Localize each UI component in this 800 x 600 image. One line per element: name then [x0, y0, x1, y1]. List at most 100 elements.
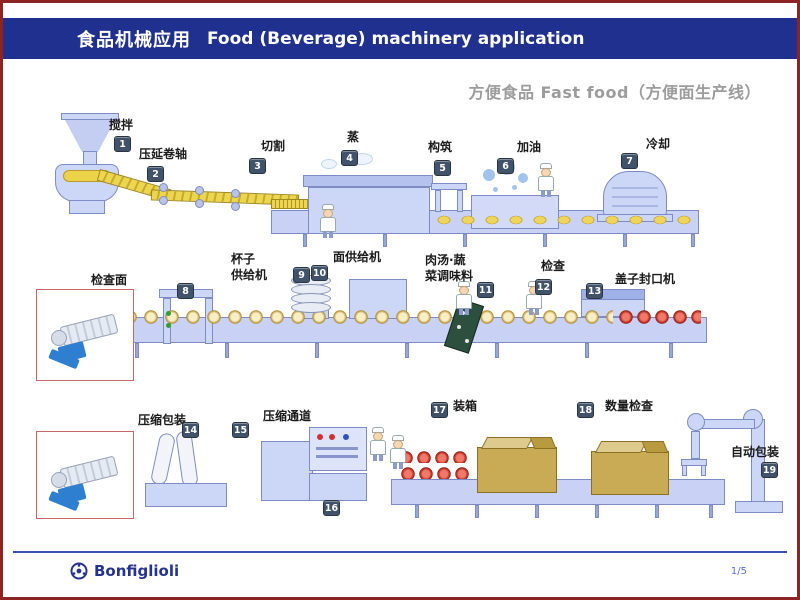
packed-cup-row [399, 465, 471, 479]
conveyor-leg [415, 505, 419, 518]
step-badge-2: 2 [147, 166, 164, 182]
conveyor-leg [585, 343, 589, 358]
step-label-11: 肉汤·蔬 菜调味料 [425, 253, 474, 284]
footer-divider [13, 551, 787, 553]
step-label-12: 检查 [541, 259, 566, 273]
cooler-machine [603, 171, 667, 216]
conveyor-leg [669, 343, 673, 358]
step-badge-16: 16 [323, 500, 340, 516]
step-badge-12: 12 [535, 279, 552, 295]
carton-flap [594, 441, 648, 453]
worker-body [538, 176, 554, 191]
seasoning-pack [465, 339, 469, 343]
step-badge-15: 15 [232, 422, 249, 438]
carton-box [477, 437, 557, 493]
step-badge-19: 19 [761, 462, 778, 478]
carton-flap [480, 437, 534, 449]
shrink-tunnel-machine [261, 441, 313, 501]
worker-figure [389, 435, 407, 469]
panel-slot [316, 455, 358, 458]
step-badge-10: 10 [311, 265, 328, 281]
step-badge-11: 11 [477, 282, 494, 298]
step-label-8: 检查面 [91, 273, 128, 287]
conveyor-leg [405, 343, 409, 358]
conveyor-leg [691, 234, 695, 247]
rolling-roller [159, 196, 168, 205]
step-badge-1: 1 [114, 136, 131, 152]
step-label-1: 搅拌 [109, 118, 134, 132]
step-label-6: 加油 [517, 140, 542, 154]
forming-frame-bar [431, 183, 467, 190]
logo-text: Bonfiglioli [94, 562, 180, 580]
step-label-13: 盖子封口机 [615, 272, 676, 286]
sealed-cup-row [617, 308, 701, 325]
conveyor-leg [495, 343, 499, 358]
step-label-14: 压缩包装 [138, 413, 187, 427]
mixer-funnel [65, 120, 115, 152]
robot-gripper-finger [701, 465, 706, 476]
cooler-slats [612, 180, 658, 209]
step-badge-4: 4 [341, 150, 358, 166]
worker-body [370, 440, 386, 455]
step-label-15: 压缩通道 [263, 409, 312, 423]
step-badge-14: 14 [182, 422, 199, 438]
panel-light [329, 434, 335, 440]
step-badge-9: 9 [293, 267, 310, 283]
worker-figure [537, 163, 555, 197]
worker-legs [459, 308, 469, 315]
open-cup-row [121, 308, 613, 325]
robot-pole [751, 419, 765, 503]
step-label-2: 压延卷轴 [139, 147, 188, 161]
cup-stack [291, 302, 331, 313]
conveyor-leg [623, 234, 627, 247]
robot-gripper [681, 459, 707, 466]
slide-title-en: Food (Beverage) machinery application [207, 28, 585, 49]
mixer-base [69, 200, 105, 214]
conveyor-leg [135, 343, 139, 358]
gearmotor-inset-2 [36, 431, 134, 519]
panel-cabinet [309, 473, 367, 501]
bonfiglioli-logo: Bonfiglioli [69, 561, 179, 581]
production-line-diagram: 搅拌 1 压延卷轴 2 切割 3 蒸 4 构筑 5 加油 6 冷却 7 [3, 3, 797, 597]
packed-cup-row [397, 449, 469, 463]
robot-gripper-finger [682, 465, 687, 476]
oil-droplet [512, 185, 517, 190]
steam-puff [321, 159, 337, 169]
step-label-19: 自动包装 [731, 445, 780, 459]
sensor-light [166, 323, 171, 328]
conveyor-leg [315, 343, 319, 358]
step-label-7: 冷却 [646, 137, 671, 151]
carton-flap [529, 437, 557, 449]
conveyor-row3 [391, 479, 725, 505]
conveyor-leg [709, 505, 713, 518]
worker-legs [529, 308, 539, 315]
sensor-light [166, 311, 171, 316]
conveyor-leg [535, 505, 539, 518]
slide-title-zh: 食品机械应用 [77, 29, 191, 51]
step-badge-8: 8 [177, 283, 194, 299]
oil-droplet [493, 187, 498, 192]
conveyor-leg [225, 343, 229, 358]
step-badge-3: 3 [249, 158, 266, 174]
worker-figure [525, 281, 543, 315]
panel-light [317, 434, 323, 440]
step-label-3: 切割 [261, 139, 286, 153]
gearmotor-body [59, 313, 119, 347]
conveyor-leg [383, 234, 387, 247]
carton-flap [641, 441, 669, 453]
step-label-4: 蒸 [347, 130, 360, 144]
conveyor-leg [595, 505, 599, 518]
conveyor-leg [303, 234, 307, 247]
step-label-5: 构筑 [428, 140, 453, 154]
panel-slot [316, 447, 358, 450]
rolling-roller [195, 199, 204, 208]
worker-figure [455, 281, 473, 315]
mixer-neck [83, 151, 97, 165]
step-label-18: 数量检查 [605, 399, 654, 413]
step-badge-7: 7 [621, 153, 638, 169]
forming-frame-post [435, 190, 441, 212]
conveyor-leg [543, 234, 547, 247]
worker-legs [323, 231, 333, 238]
oil-splash [483, 169, 495, 181]
